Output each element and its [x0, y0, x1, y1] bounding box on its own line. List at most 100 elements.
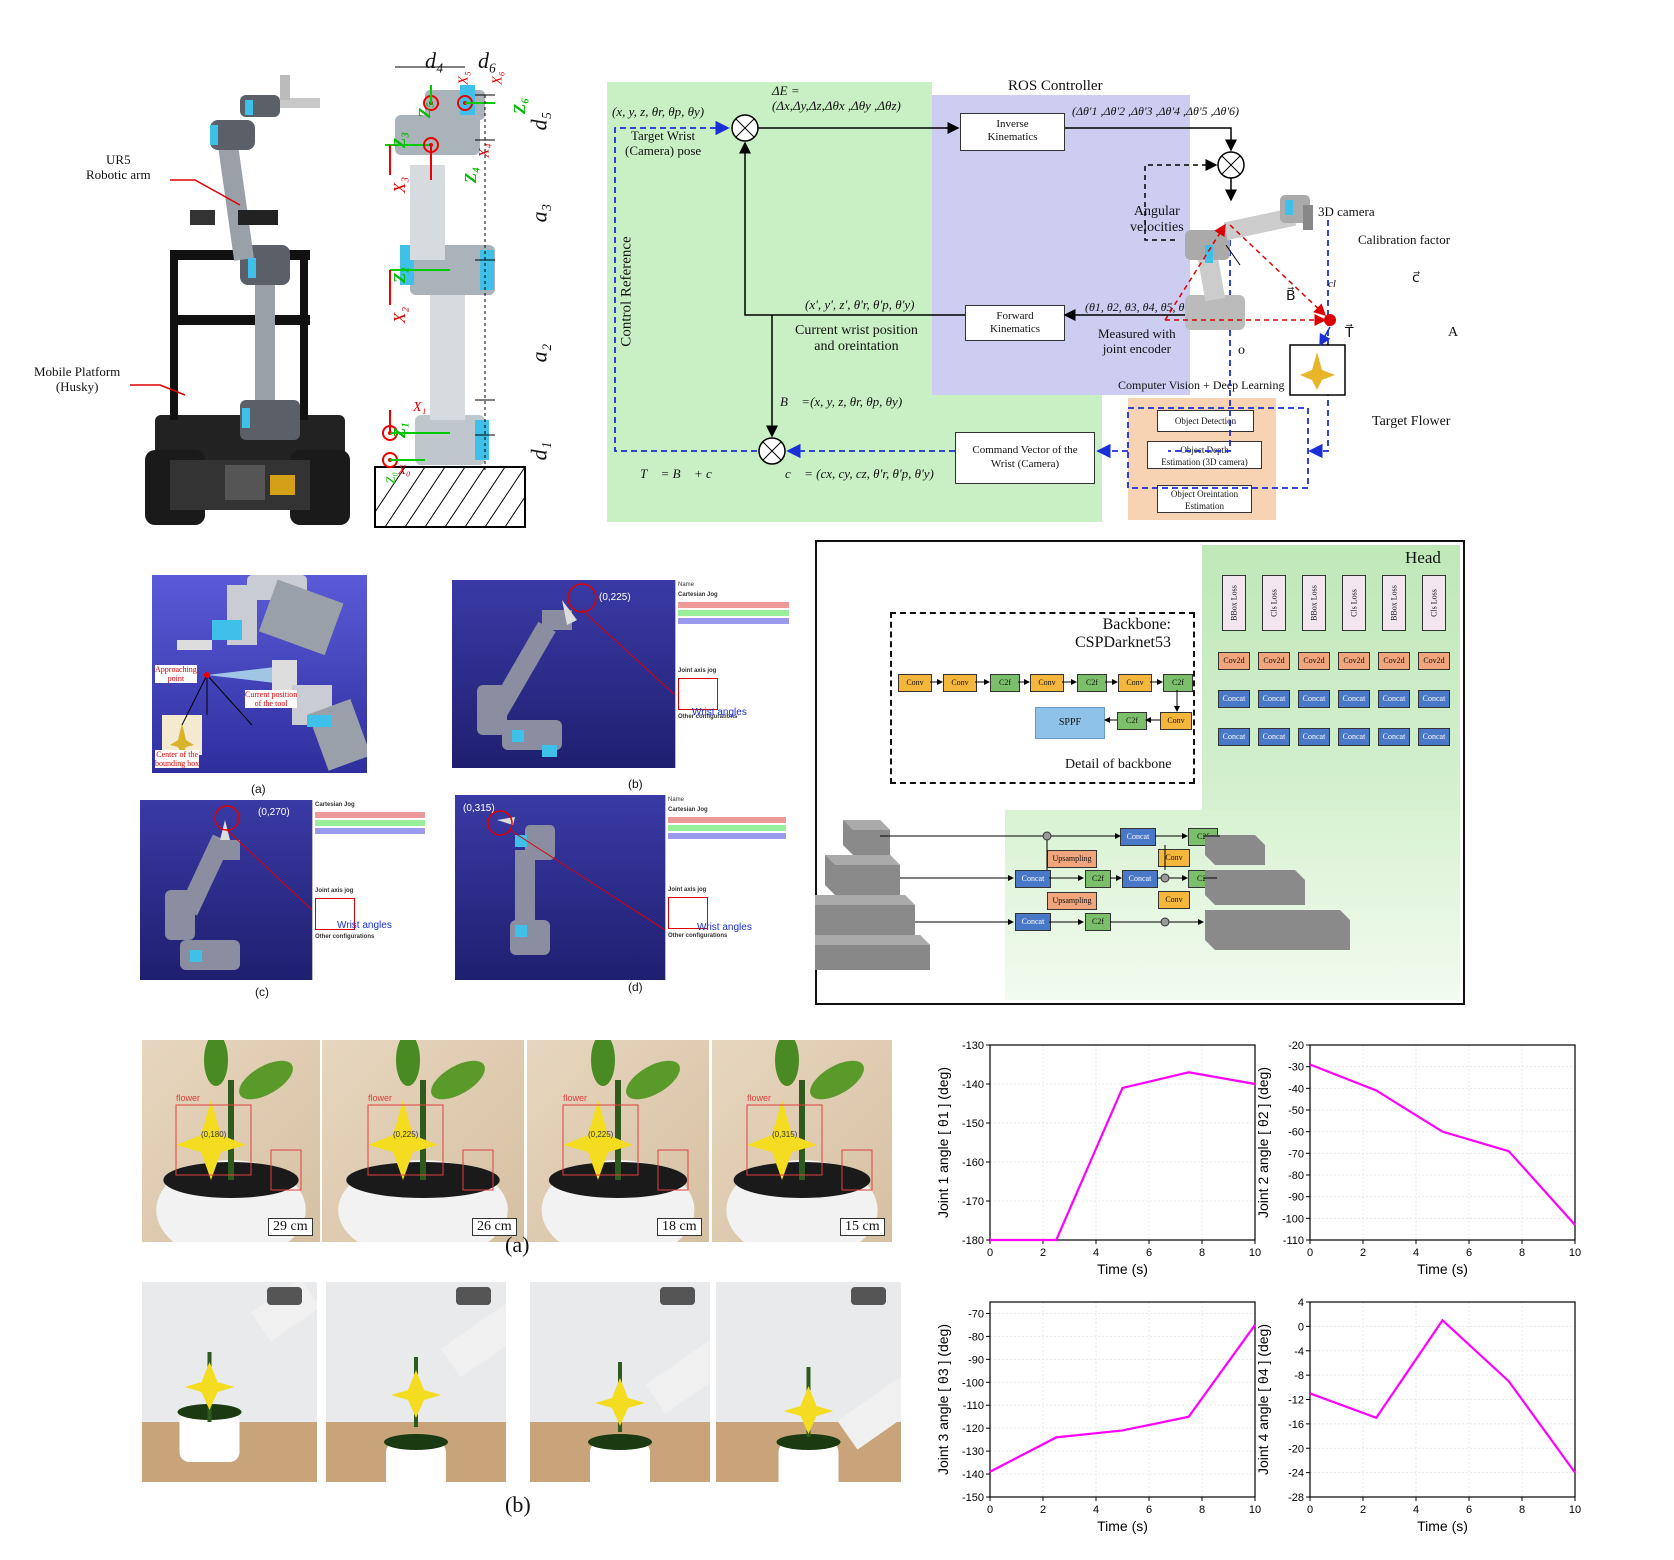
- chart2-frame: [1309, 1044, 1576, 1241]
- chart4-xtick-label: 4: [1413, 1504, 1419, 1516]
- sim-b-side-panel: Name Cartesian Jog Joint axis jog Other …: [675, 580, 791, 768]
- head-cov2d-1: Cov2d: [1218, 652, 1250, 670]
- chart4-ytick-label: -4: [1294, 1346, 1304, 1358]
- sim-c-cart: Cartesian Jog: [315, 802, 355, 808]
- chart2-xtick-label: 10: [1569, 1247, 1581, 1259]
- dh-z0: Z₀: [382, 472, 398, 484]
- chart4-xtick-label: 0: [1307, 1504, 1313, 1516]
- head-concat-4-1: Concat: [1338, 690, 1370, 708]
- cv-depth: Object Depth Estimation (3D camera): [1147, 441, 1262, 469]
- distance-label-2: 26 cm: [472, 1218, 517, 1236]
- distance-label-4: 15 cm: [840, 1218, 885, 1236]
- bb-conv-1: Conv: [898, 674, 932, 692]
- chart4-ytick-label: -8: [1294, 1370, 1304, 1382]
- neck-concat-mid-r: Concat: [1122, 870, 1158, 888]
- caption-2a: (a): [251, 782, 266, 796]
- head-loss-2: Cls Loss: [1262, 575, 1286, 631]
- chart4-ytick-label: -16: [1288, 1419, 1304, 1431]
- approach-photo-4: [716, 1282, 901, 1482]
- chart2-ylabel: Joint 2 angle [ θ2 ] (deg): [1255, 1067, 1271, 1218]
- chart1-ytick-label: -170: [962, 1196, 984, 1208]
- detection-photo-1: [142, 1040, 320, 1242]
- chart2-ytick-label: -100: [1282, 1213, 1304, 1225]
- chart3-ytick-label: -110: [963, 1400, 984, 1412]
- caption-2b: (b): [628, 777, 643, 791]
- chart2-xlabel: Time (s): [1417, 1261, 1468, 1277]
- chart2-ytick-label: -110: [1283, 1235, 1304, 1247]
- head-concat-5-1: Concat: [1378, 690, 1410, 708]
- head-loss-5: BBox Loss: [1382, 575, 1406, 631]
- measured-label: Measured with joint encoder: [1098, 326, 1176, 356]
- chart3-ytick-label: -90: [968, 1354, 984, 1366]
- measured-vector: (θ1, θ2, θ3, θ4, θ5, θ6): [1085, 300, 1195, 314]
- dh-x6: X₆: [490, 71, 506, 85]
- chart1-ytick-label: -130: [962, 1040, 984, 1052]
- vector-c-label: c⃗: [1412, 271, 1420, 286]
- dh-diagram: [374, 66, 526, 528]
- sim-panel-c: [140, 800, 312, 980]
- sim-b-name: Name: [678, 582, 695, 588]
- sim-b-cart: Cartesian Jog: [678, 592, 718, 598]
- head-concat-6-1: Concat: [1418, 690, 1450, 708]
- dtheta-vector: (Δθ'1 ,Δθ'2 ,Δθ'3 ,Δθ'4 ,Δθ'5 ,Δθ'6): [1072, 104, 1240, 118]
- head-loss-4: Cls Loss: [1342, 575, 1366, 631]
- head-concat-5-2: Concat: [1378, 728, 1410, 746]
- neck-upsampling-1: Upsampling: [1047, 850, 1097, 868]
- detection-coord-4: (0,315): [772, 1130, 798, 1139]
- calib-label: Calibration factor: [1358, 232, 1451, 247]
- dh-d5: d₅: [526, 111, 552, 131]
- chart3-xtick-label: 6: [1146, 1504, 1152, 1516]
- sim-c-coord: (0,270): [258, 807, 290, 818]
- sim-d-coord: (0,315): [463, 803, 495, 814]
- neck-concat-mid-l: Concat: [1015, 870, 1051, 888]
- bb-conv-2: Conv: [943, 674, 977, 692]
- chart2-xtick-label: 4: [1413, 1247, 1419, 1259]
- detection-flower-label-4: flower: [747, 1093, 772, 1103]
- neck-upsampling-2: Upsampling: [1047, 892, 1097, 910]
- chart3-ytick-label: -100: [962, 1377, 984, 1389]
- chart3-ylabel: Joint 3 angle [ θ3 ] (deg): [935, 1324, 951, 1475]
- caption-4b: (b): [505, 1492, 531, 1517]
- chart4-series-line: [1309, 1318, 1576, 1474]
- camera3d-label: 3D camera: [1318, 204, 1375, 219]
- sim-panel-b: [452, 580, 675, 768]
- chart2-xtick-label: 2: [1360, 1247, 1366, 1259]
- c-vector: c⃗ = (cx, cy, cz, θ'r, θ'p, θ'y): [785, 466, 934, 481]
- fk-box: Forward Kinematics: [965, 305, 1065, 341]
- dh-z3: Z₃: [390, 131, 410, 149]
- dh-z5: Z₅: [415, 101, 435, 119]
- head-concat-4-2: Concat: [1338, 728, 1370, 746]
- neck-conv-2: Conv: [1158, 891, 1190, 909]
- ur5-label: UR5 Robotic arm: [86, 152, 151, 182]
- dh-z6: Z₆: [510, 97, 530, 115]
- chart4-xtick-label: 10: [1569, 1504, 1581, 1516]
- head-concat-2-1: Concat: [1258, 690, 1290, 708]
- chart3-xtick-label: 2: [1040, 1504, 1046, 1516]
- sim-c-side-panel: Cartesian Jog Joint axis jog Other confi…: [312, 800, 427, 980]
- target-pose-vector: (x, y, z, θr, θp, θy): [612, 104, 705, 119]
- head-cov2d-4: Cov2d: [1338, 652, 1370, 670]
- chart2-ytick-label: -90: [1288, 1192, 1304, 1204]
- chart1-ytick-label: -140: [962, 1079, 984, 1091]
- dh-z4: Z₄: [461, 166, 481, 184]
- delta-e: ΔE = (Δx,Δy,Δz,Δθx ,Δθy ,Δθz): [772, 83, 901, 113]
- bb-conv-5: Conv: [1160, 712, 1192, 730]
- dh-x3: X₃: [390, 176, 410, 194]
- husky-label: Mobile Platform (Husky): [34, 364, 121, 394]
- caption-2d: (d): [628, 980, 643, 994]
- chart1-ytick-label: -180: [962, 1235, 984, 1247]
- t-equation: T⃗ = B⃗ + c⃗: [640, 466, 722, 481]
- detection-flower-label-3: flower: [563, 1093, 588, 1103]
- neck-c2f-mid-l: C2f: [1085, 870, 1111, 888]
- dh-a2: a₂: [526, 343, 552, 363]
- bb-conv-3: Conv: [1030, 674, 1064, 692]
- distance-label-3: 18 cm: [657, 1218, 702, 1236]
- chart1-frame: [989, 1044, 1256, 1241]
- chart1-ylabel: Joint 1 angle [ θ1 ] (deg): [935, 1067, 951, 1218]
- sim-c-joint: Joint axis jog: [315, 888, 354, 894]
- bb-c2f-3: C2f: [1163, 674, 1193, 692]
- sim-d-other: Other configurations: [668, 933, 728, 939]
- chart4-xtick-label: 6: [1466, 1504, 1472, 1516]
- sim-b-joint: Joint axis jog: [678, 668, 717, 674]
